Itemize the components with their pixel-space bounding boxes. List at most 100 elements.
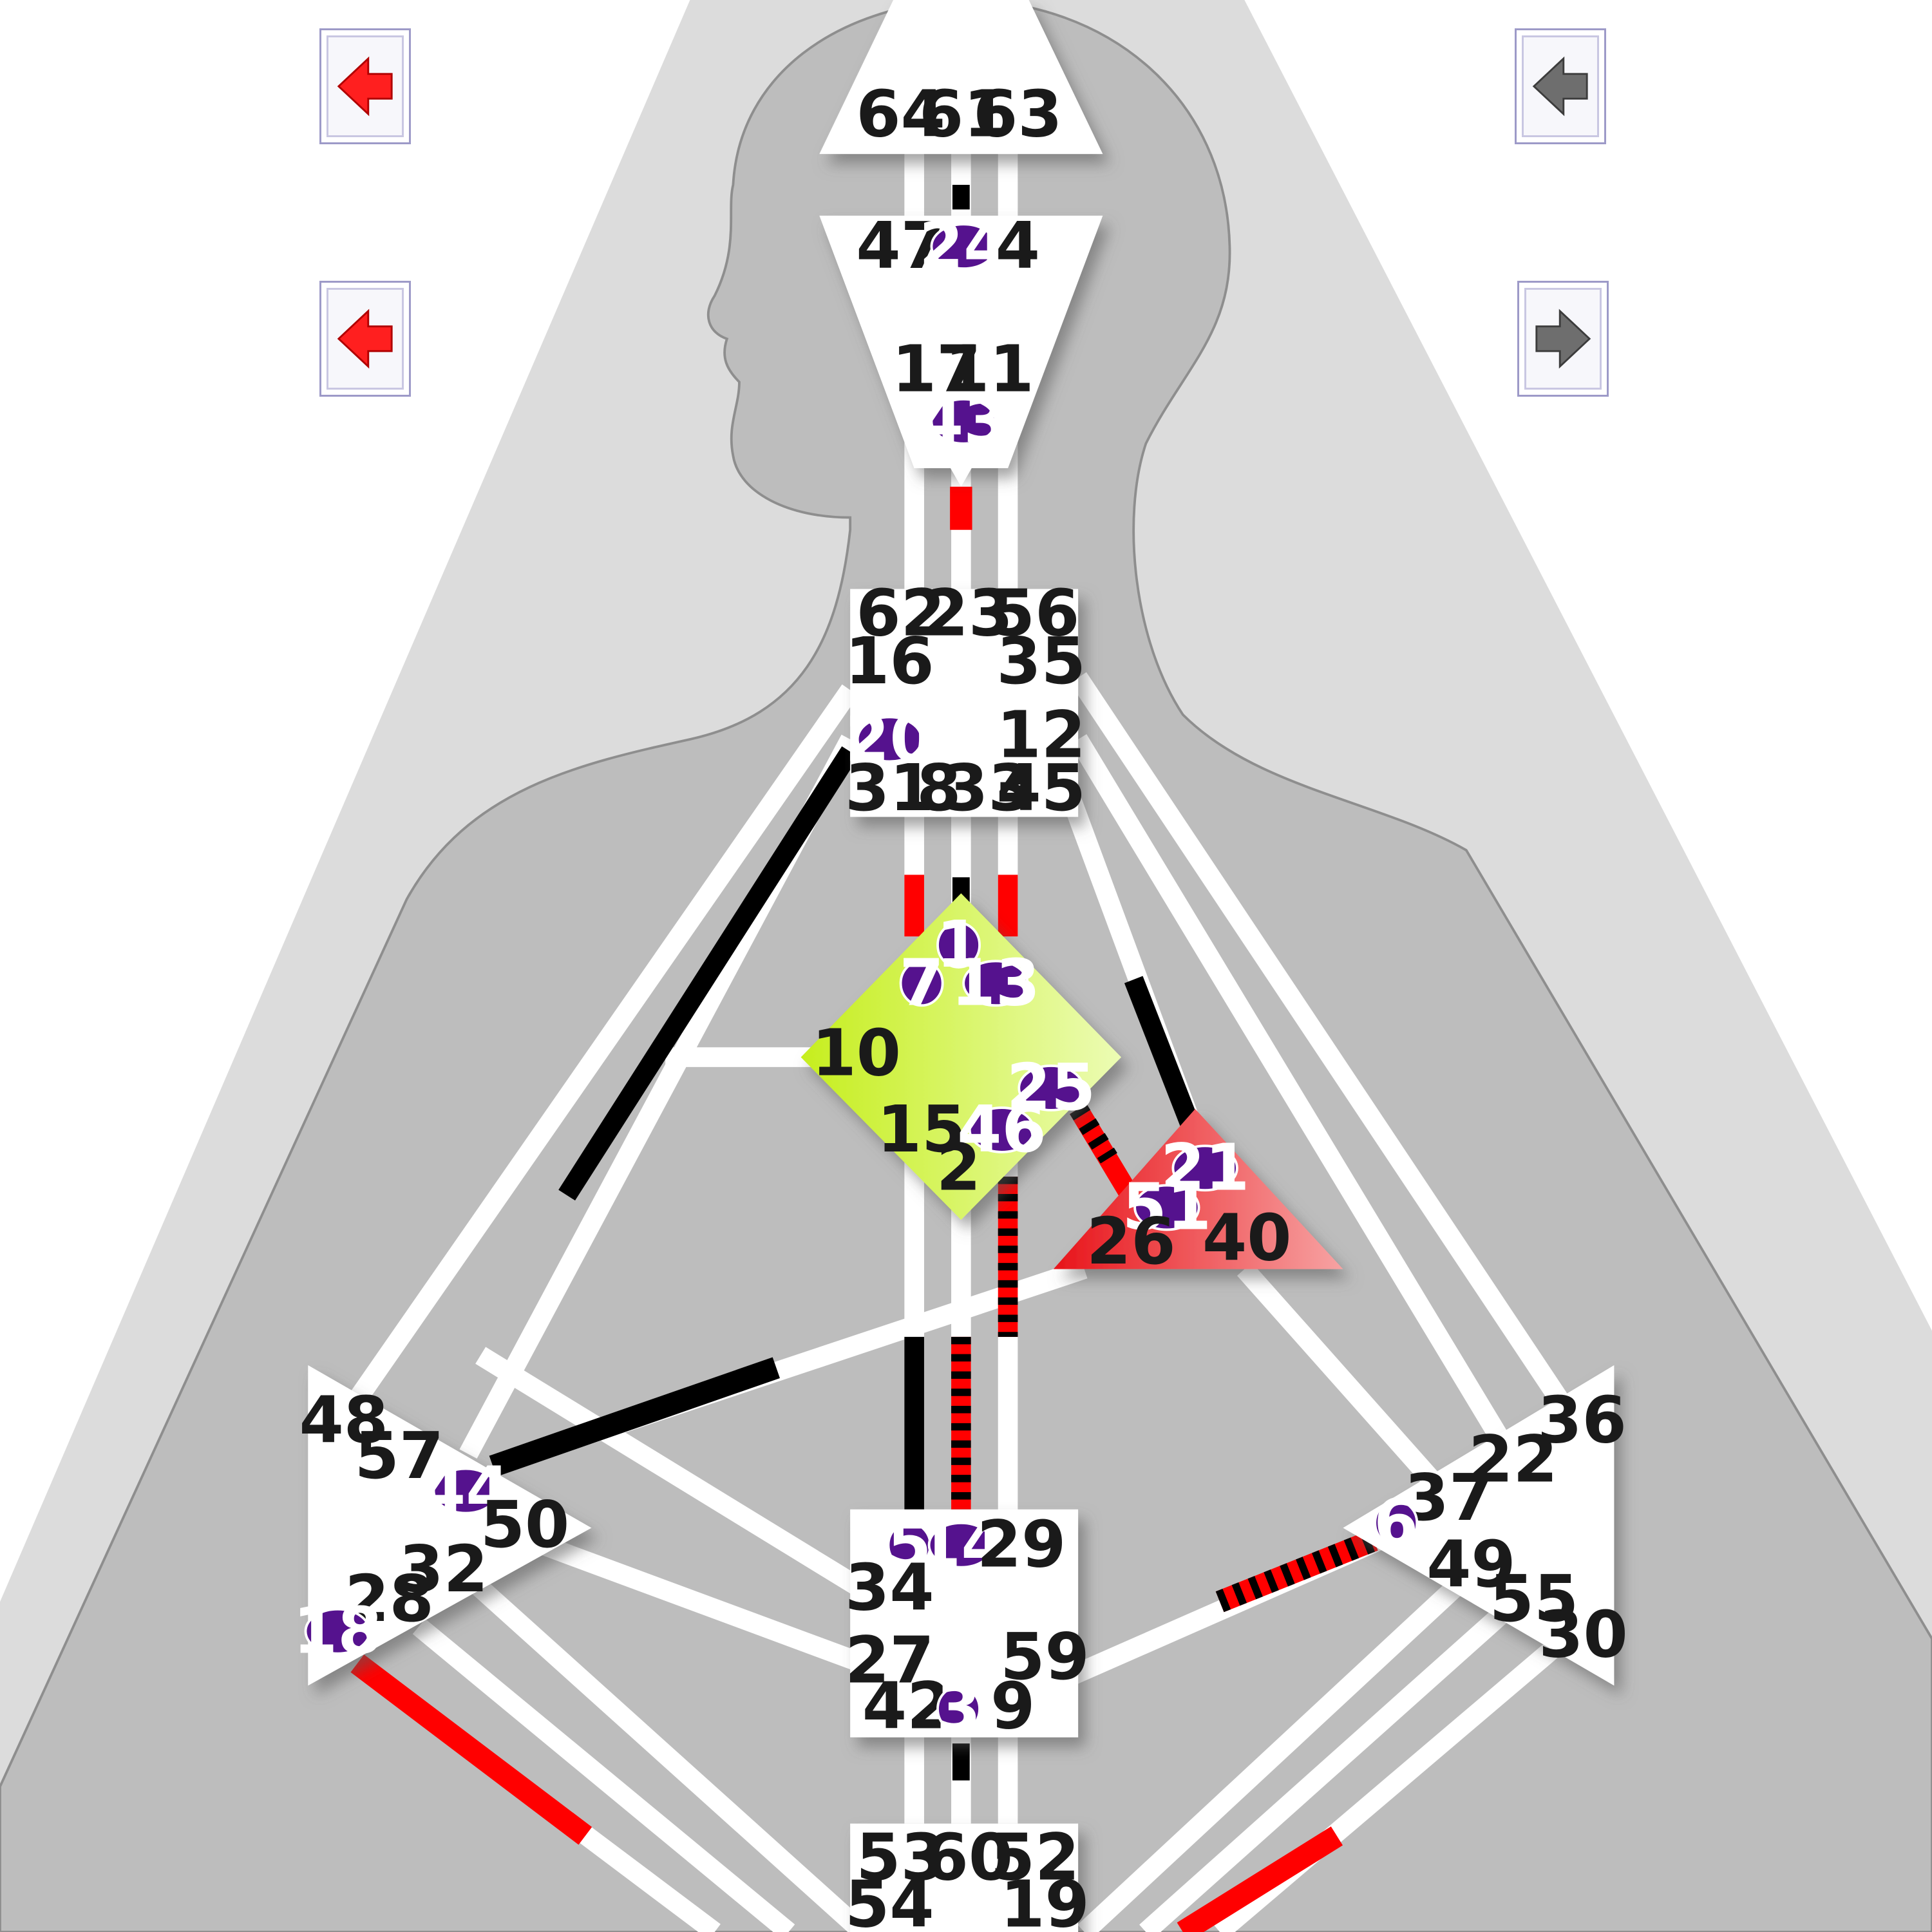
gate-62: 62	[856, 576, 945, 650]
nav-button-2[interactable]	[319, 281, 411, 397]
ajna-center	[819, 215, 1103, 469]
gray-right-arrow-icon	[1535, 308, 1591, 369]
active-gate-marker-43	[930, 397, 997, 445]
gate-49: 49	[1426, 1528, 1515, 1602]
active-gate-marker-20	[856, 715, 923, 763]
gate-60: 60	[924, 1821, 1013, 1895]
gate-43: 43	[919, 384, 1008, 459]
gate-5: 5	[887, 1508, 931, 1582]
throat-center	[850, 589, 1079, 817]
channel-activations	[350, 184, 1378, 1932]
gate-37: 37	[1405, 1461, 1493, 1535]
gate-4: 4	[996, 209, 1040, 283]
gate-6: 6	[1374, 1486, 1418, 1560]
gate-20: 20	[845, 702, 934, 776]
red-left-arrow-shape	[337, 308, 393, 369]
active-gate-marker-44	[432, 1467, 499, 1515]
gray-right-arrow-shape	[1535, 308, 1591, 369]
gate-11: 11	[945, 332, 1034, 406]
gate-55: 55	[1490, 1562, 1578, 1636]
activation-21-black	[1124, 976, 1202, 1135]
gate-13: 13	[951, 946, 1040, 1020]
gate-2: 2	[936, 1131, 981, 1205]
active-gate-marker-21	[1171, 1144, 1238, 1192]
gate-54: 54	[845, 1868, 934, 1932]
gray-left-arrow-shape	[1532, 56, 1588, 117]
g-center	[800, 893, 1122, 1220]
gate-56: 56	[990, 576, 1079, 650]
active-gate-marker-6	[1374, 1499, 1419, 1547]
channel-12-22	[1070, 734, 1518, 1459]
active-gate-marker-14	[927, 1521, 995, 1569]
gate-26: 26	[1086, 1205, 1175, 1279]
nav-button-4[interactable]	[1517, 281, 1609, 397]
gate-53: 53	[856, 1821, 945, 1895]
gate-46: 46	[957, 1093, 1046, 1167]
gate-24: 24	[919, 209, 1008, 283]
activation-6-black-stripes	[1215, 1530, 1378, 1613]
gate-18: 18	[293, 1595, 382, 1669]
active-gate-marker-25	[1018, 1065, 1084, 1112]
gate-59: 59	[1000, 1620, 1089, 1694]
gate-51: 51	[1122, 1170, 1211, 1244]
gate-16: 16	[845, 625, 934, 699]
gate-7: 7	[900, 946, 944, 1020]
gate-32: 32	[399, 1533, 488, 1607]
gate-50: 50	[480, 1488, 569, 1562]
active-gate-marker-7	[899, 960, 944, 1007]
activation-20-black	[558, 746, 859, 1201]
red-left-arrow-icon	[337, 308, 393, 369]
active-gate-marker-3	[936, 1685, 981, 1733]
gate-61: 61	[919, 77, 1008, 151]
active-gate-marker-18	[304, 1607, 371, 1655]
gate-57: 57	[355, 1419, 444, 1493]
gate-12: 12	[996, 699, 1085, 773]
gate-33: 33	[943, 752, 1032, 826]
active-gate-marker-1	[936, 922, 981, 969]
channel-40-37	[1236, 1262, 1449, 1498]
channel-44-26-lower	[475, 1347, 868, 1598]
gray-left-arrow-icon	[1532, 56, 1588, 117]
channel-55-39	[1139, 1594, 1522, 1932]
gate-31: 31	[845, 752, 934, 826]
channel-49-19	[1077, 1569, 1473, 1932]
red-left-arrow-icon	[337, 56, 393, 117]
root-center	[850, 1823, 1079, 1932]
gate-14: 14	[916, 1508, 1005, 1582]
active-gate-marker-51	[1133, 1184, 1200, 1231]
channel-50-27	[526, 1531, 866, 1673]
nav-button-1[interactable]	[319, 28, 411, 144]
gate-17: 17	[892, 332, 981, 406]
activation-44-black	[489, 1357, 781, 1477]
spleen-center	[308, 1365, 592, 1686]
gate-19: 19	[1000, 1868, 1089, 1932]
gate-36: 36	[1537, 1383, 1626, 1457]
red-left-arrow-shape	[337, 56, 393, 117]
gate-15: 15	[877, 1093, 966, 1167]
gate-30: 30	[1539, 1598, 1627, 1672]
gate-23: 23	[924, 576, 1013, 650]
centers	[308, 0, 1615, 1932]
activation-18-red	[350, 1654, 592, 1845]
gate-27: 27	[845, 1624, 934, 1698]
gate-3: 3	[936, 1672, 981, 1746]
channel-35-36	[1070, 672, 1580, 1423]
nav-button-3[interactable]	[1515, 28, 1606, 144]
active-gate-marker-24	[930, 223, 997, 270]
gate-44: 44	[421, 1454, 510, 1528]
gate-45: 45	[996, 752, 1085, 826]
active-gate-marker-13	[962, 960, 1029, 1007]
gate-10: 10	[812, 1016, 901, 1090]
gate-35: 35	[996, 625, 1085, 699]
channel-16-48	[337, 684, 858, 1423]
solar-plexus-center	[1343, 1365, 1615, 1686]
gate-8: 8	[916, 752, 961, 826]
gate-64: 64	[856, 77, 945, 151]
gate-22: 22	[1468, 1423, 1557, 1497]
gate-34: 34	[845, 1551, 934, 1625]
gate-29: 29	[977, 1508, 1066, 1582]
gate-9: 9	[990, 1669, 1035, 1743]
gate-63: 63	[973, 77, 1062, 151]
ajna-notch	[936, 443, 986, 487]
